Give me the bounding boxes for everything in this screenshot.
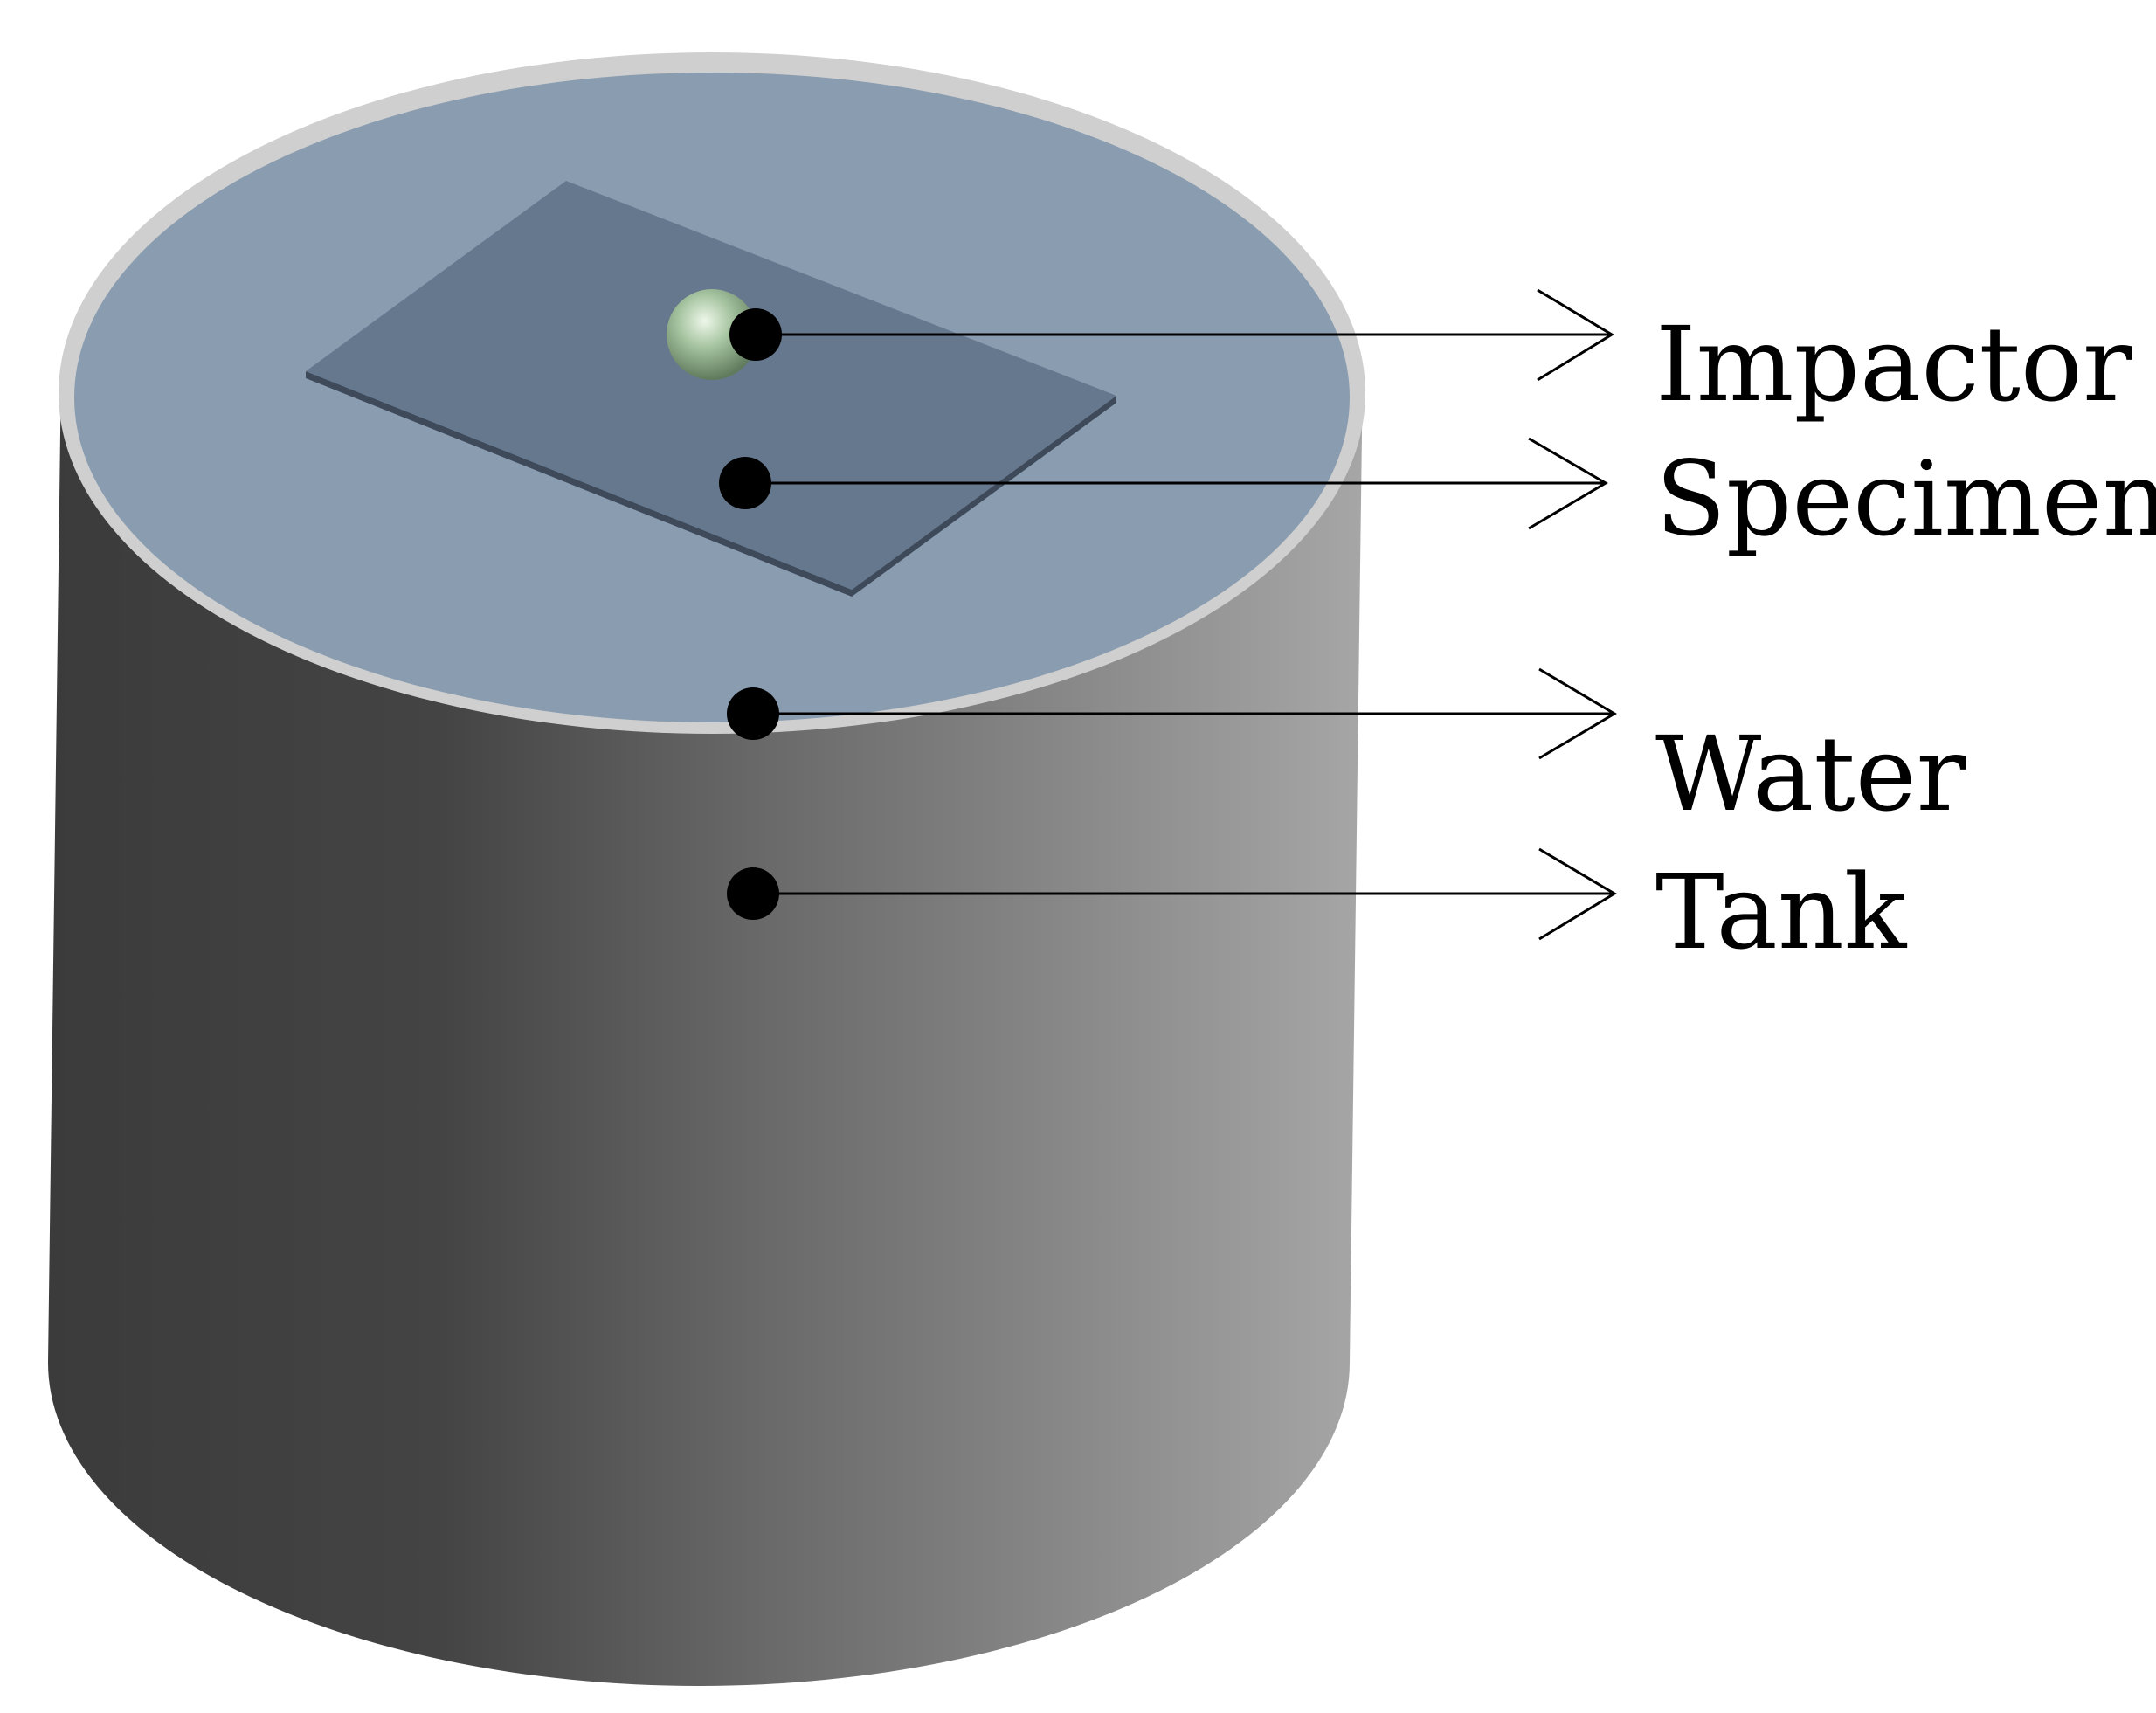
leader-specimen — [719, 437, 1608, 530]
leader-arrow-specimen — [1528, 437, 1608, 530]
leader-water — [727, 667, 1617, 760]
tank-wall — [48, 367, 1363, 1686]
impactor — [667, 289, 757, 380]
label-tank: Tank — [1655, 852, 1908, 972]
label-water: Water — [1655, 714, 1966, 834]
leader-arrow-impactor — [1537, 288, 1614, 382]
label-specimen: Specimen — [1655, 439, 2156, 559]
label-impactor: Impactor — [1655, 304, 2132, 425]
specimen — [306, 181, 1116, 597]
leader-arrow-water — [1538, 667, 1617, 760]
leader-tank — [727, 847, 1617, 941]
leader-impactor — [729, 288, 1614, 382]
leader-arrow-tank — [1538, 847, 1617, 941]
specimen-plate — [306, 181, 1116, 590]
tank — [48, 367, 1363, 1686]
impactor-ball — [667, 289, 757, 380]
